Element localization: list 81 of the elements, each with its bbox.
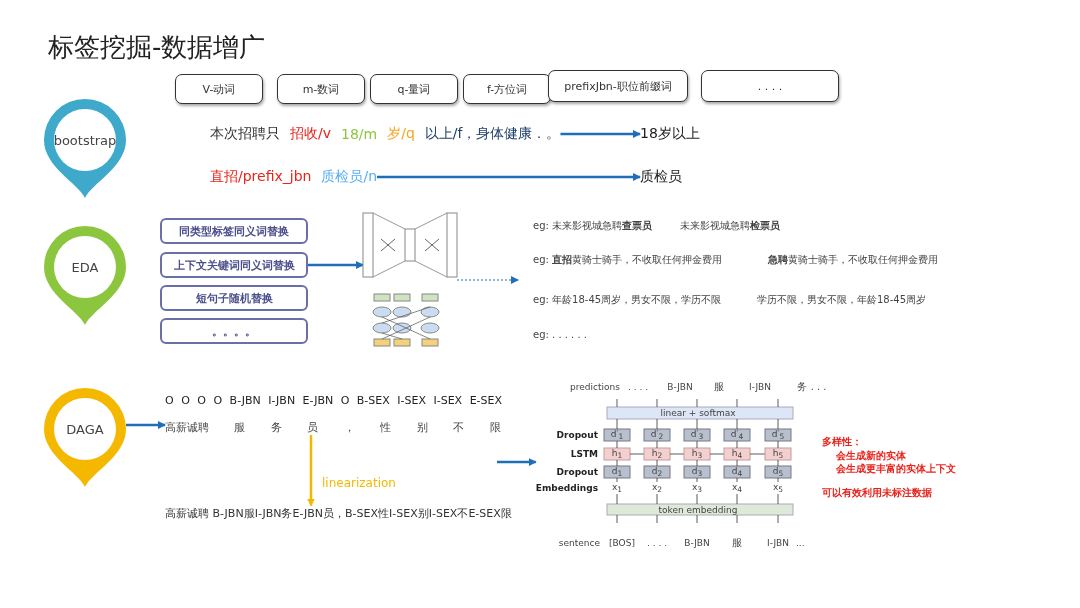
diagram-text: x$_{5}$ — [772, 481, 784, 495]
example-text: eg: . . . . . . — [533, 328, 587, 340]
diagram-text: d$_{4}$ — [731, 465, 743, 479]
sentence-text: 高薪诚聘 B-JBN服I-JBN务E-JBN员，B-SEX性I-SEX别I-SEX不E-SEX限 — [165, 505, 512, 521]
slide-title: 标签挖掘-数据增广 — [48, 31, 266, 64]
method-box: 短句子随机替换 — [160, 285, 308, 311]
example-text: 未来影视城急聘检票员 — [680, 219, 780, 233]
diagram-text: d$_{3}$ — [691, 465, 703, 479]
sentence-text: 招收/v — [290, 125, 331, 143]
diagram-text: d′$_{5}$ — [771, 428, 785, 442]
note-text: 会生成新的实体 — [836, 449, 906, 463]
diagram-text: . . . . — [628, 382, 649, 392]
row-label: Dropout — [556, 430, 598, 440]
diagram-text: 服 — [732, 536, 742, 550]
sentence-text: 18/m — [341, 126, 378, 142]
diagram-text: B-JBN — [684, 538, 710, 548]
arrow — [308, 261, 364, 269]
note-text: 多样性： — [822, 435, 862, 449]
method-box: 上下文关键词同义词替换 — [160, 252, 308, 278]
diagram-text: I-JBN — [767, 538, 789, 548]
diagram-text: d$_{1}$ — [611, 465, 623, 479]
row-label: Embeddings — [535, 483, 598, 493]
sentence-text: 直招/prefix_jbn — [210, 168, 312, 186]
diagram-text: x$_{4}$ — [731, 481, 743, 495]
edge-label: linearization — [322, 476, 396, 490]
example-text: 学历不限，男女不限，年龄18-45周岁 — [757, 293, 927, 307]
diagram-text: d$_{2}$ — [651, 465, 663, 479]
row-label: Dropout — [556, 467, 598, 477]
sentence-text: 质检员 — [640, 168, 682, 186]
tag-type-box: . . . . — [701, 70, 839, 102]
tag-type-box: m-数词 — [277, 74, 365, 104]
row-label: LSTM — [570, 449, 598, 459]
diagram-text: x$_{2}$ — [651, 481, 663, 495]
diagram-text: linear + softmax — [660, 408, 736, 418]
sentence-text: 以上/f，身体健康．。 — [424, 125, 561, 143]
tag-type-box: f-方位词 — [463, 74, 551, 104]
diagram-text: sentence — [558, 538, 600, 548]
diagram-text: . . . . — [647, 538, 667, 548]
sentence-text: 岁/q — [387, 125, 415, 143]
example-text: eg: 直招黄骑士骑手，不收取任何押金费用 — [533, 253, 723, 267]
diagram-text: d′$_{3}$ — [690, 428, 704, 442]
arrow — [497, 458, 537, 466]
diagram-text: token embedding — [658, 505, 738, 515]
diagram-text: h$_{4}$ — [731, 447, 743, 461]
sentence-text: 本次招聘只 — [210, 125, 280, 143]
diagram-text: h$_{1}$ — [611, 447, 623, 461]
diagram-text: h$_{2}$ — [651, 447, 663, 461]
example-text: 急聘黄骑士骑手，不收取任何押金费用 — [768, 253, 938, 267]
arrow — [377, 173, 641, 181]
diagram-text: d′$_{1}$ — [610, 428, 624, 442]
example-text: eg: 年龄18-45周岁，男女不限，学历不限 — [533, 293, 722, 307]
sentence-text: 质检员/n — [321, 168, 377, 186]
arrow — [307, 435, 315, 507]
diagram-text: d$_{5}$ — [772, 465, 784, 479]
tag-type-box: q-量词 — [370, 74, 458, 104]
tag-type-box: V-动词 — [175, 74, 263, 104]
sentence-text: 高薪诚聘 服 务 员 ， 性 别 不 限 — [165, 420, 501, 435]
tag-type-box: prefixJbn-职位前缀词 — [548, 70, 688, 102]
diagram-text: ... — [796, 538, 805, 548]
pin-label: EDA — [71, 259, 99, 275]
arrow — [456, 276, 519, 284]
method-box: 同类型标签同义词替换 — [160, 218, 308, 244]
pin-label: bootstrap — [53, 132, 117, 148]
tag-sequence: O O O O B-JBN I-JBN E-JBN O B-SEX I-SEX I-SEX E-SEX — [165, 394, 503, 407]
diagram-text: 务 . . . — [797, 380, 827, 394]
pin-label: DAGA — [66, 421, 104, 437]
note-text: 可以有效利用未标注数据 — [822, 486, 932, 500]
diagram-text: h$_{5}$ — [772, 447, 784, 461]
diagram-text: h$_{3}$ — [691, 447, 703, 461]
note-text: 会生成更丰富的实体上下文 — [836, 462, 956, 476]
arrow — [126, 421, 166, 429]
example-text: eg: 未来影视城急聘查票员 — [533, 219, 653, 233]
diagram-text: d′$_{2}$ — [650, 428, 664, 442]
diagram-text: predictions — [570, 382, 620, 392]
diagram-text: d′$_{4}$ — [730, 428, 744, 442]
diagram-text: x$_{3}$ — [691, 481, 703, 495]
diagram-text: x$_{1}$ — [611, 481, 623, 495]
method-box: 。。。。 — [160, 318, 308, 344]
diagram-text: [BOS] — [609, 538, 635, 548]
sentence-text: 18岁以上 — [640, 125, 700, 143]
arrow — [560, 130, 641, 138]
